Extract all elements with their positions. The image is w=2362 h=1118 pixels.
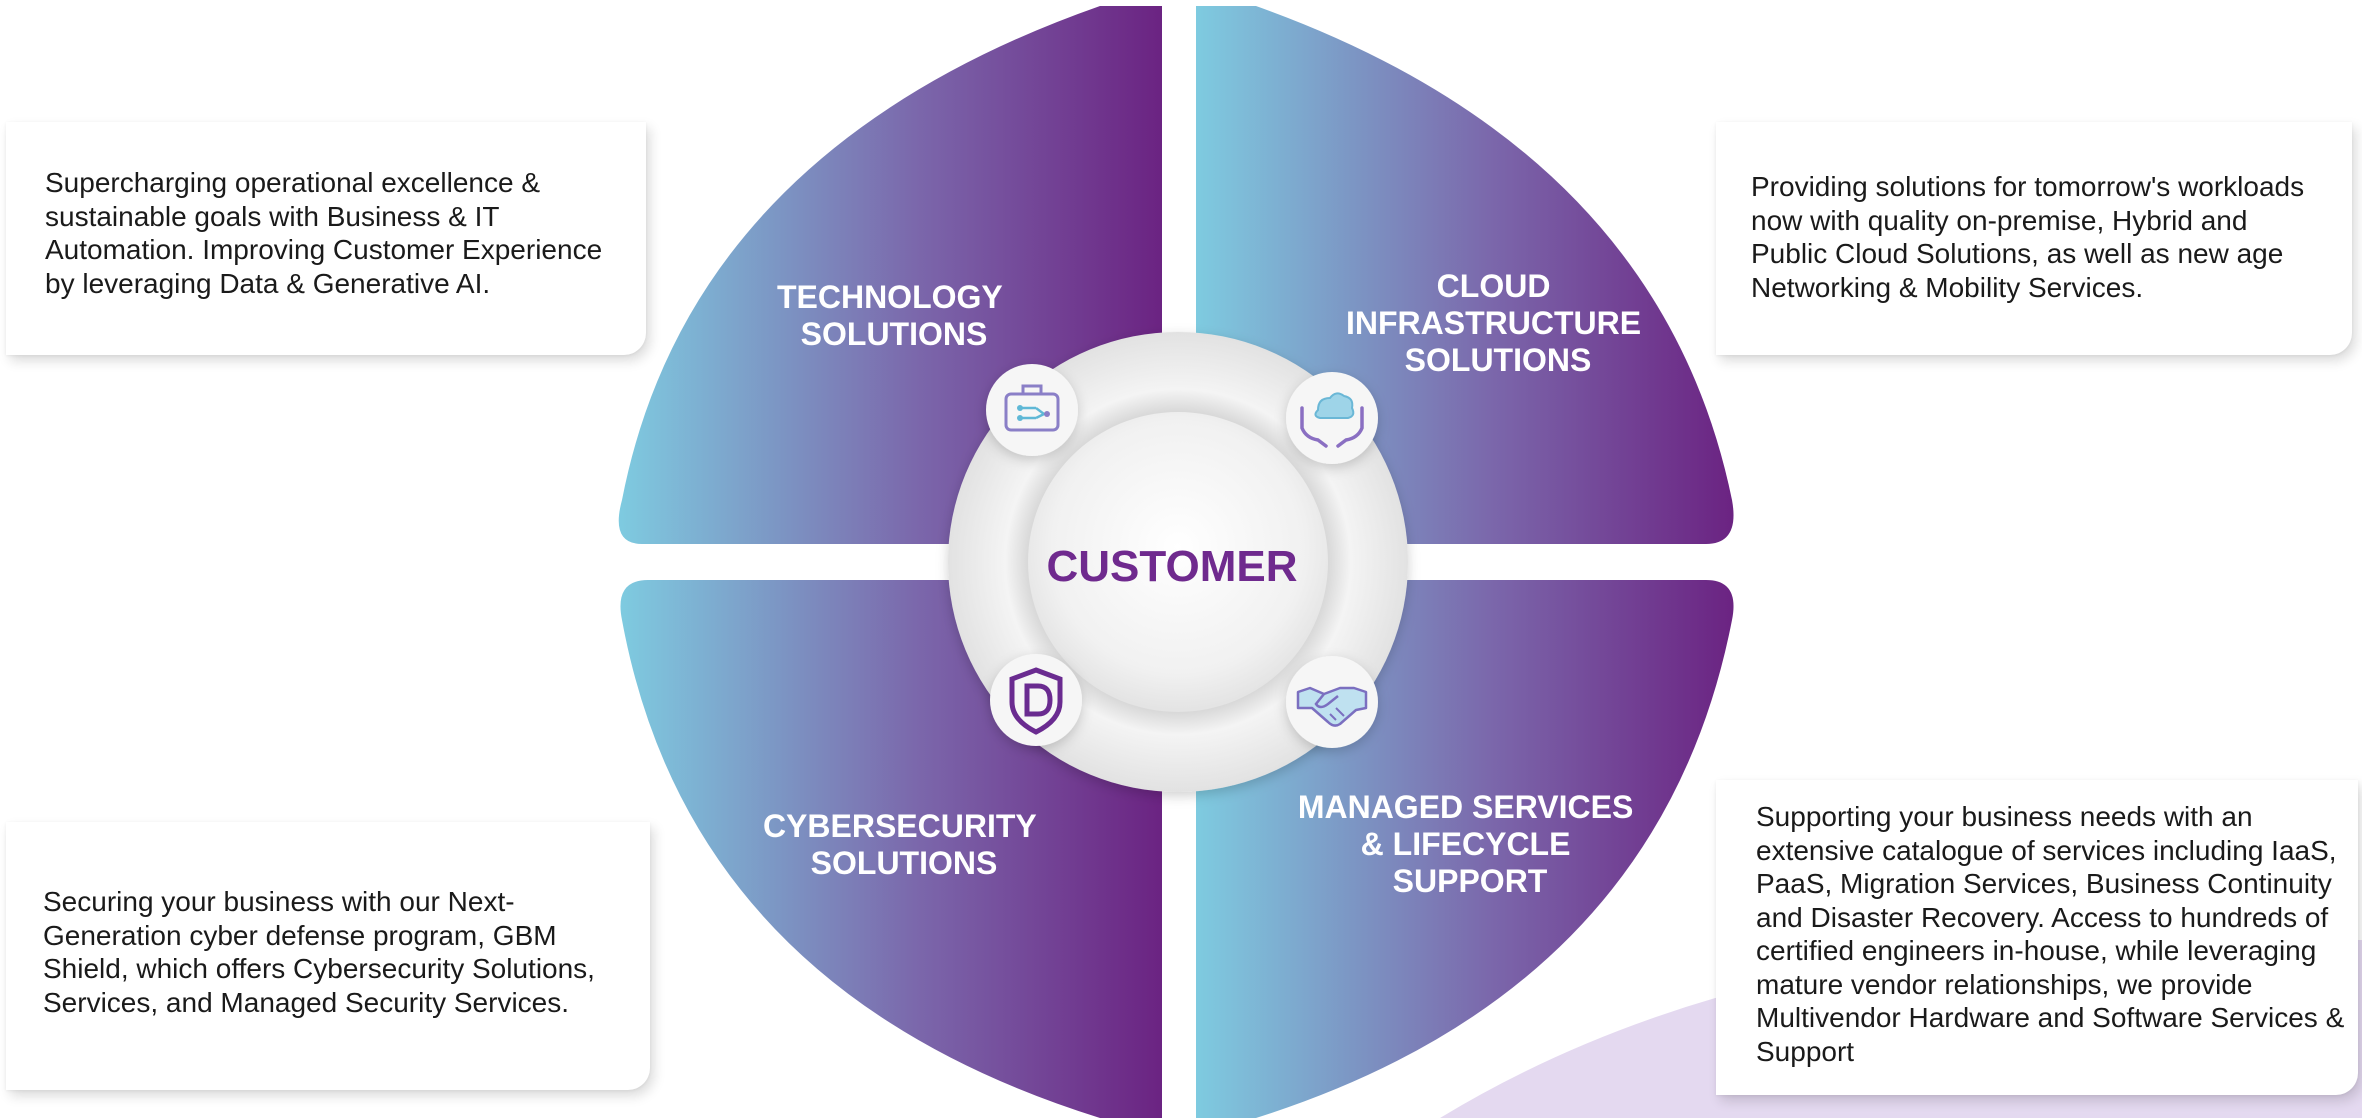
description-card-technology: Supercharging operational excellence & s… [6,122,646,355]
quadrant-managed-title-line: SUPPORT [1393,863,1548,899]
quadrant-cloud-title-line: INFRASTRUCTURE [1346,305,1641,341]
cloud-hands-icon [1286,372,1378,464]
handshake-icon [1286,656,1378,748]
description-technology: Supercharging operational excellence & s… [45,167,603,299]
quadrant-cloud-title: CLOUD INFRASTRUCTURE SOLUTIONS [1346,268,1650,378]
center-circle [1028,412,1328,712]
quadrant-technology-title: TECHNOLOGY SOLUTIONS [777,279,1011,352]
quadrant-cybersecurity-title-line: CYBERSECURITY [763,808,1036,844]
description-card-cybersecurity: Securing your business with our Next-Gen… [6,822,650,1090]
shield-icon [990,654,1082,746]
quadrant-cybersecurity-title: CYBERSECURITY SOLUTIONS [763,808,1045,881]
description-managed: Supporting your business needs with an e… [1756,801,2345,1067]
quadrant-managed-title-line: & LIFECYCLE [1361,826,1571,862]
description-card-managed: Supporting your business needs with an e… [1716,780,2358,1095]
quadrant-technology-title-line: SOLUTIONS [801,316,988,352]
quadrant-technology-title-line: TECHNOLOGY [777,279,1002,315]
quadrant-cloud-title-line: SOLUTIONS [1405,342,1592,378]
briefcase-network-icon [986,364,1078,456]
description-cybersecurity: Securing your business with our Next-Gen… [43,886,595,1018]
quadrant-managed-title: MANAGED SERVICES & LIFECYCLE SUPPORT [1298,789,1642,899]
description-card-cloud: Providing solutions for tomorrow's workl… [1716,122,2352,355]
quadrant-cybersecurity-title-line: SOLUTIONS [811,845,998,881]
quadrant-cloud-title-line: CLOUD [1437,268,1551,304]
quadrant-managed-title-line: MANAGED SERVICES [1298,789,1633,825]
center-label: CUSTOMER [1047,542,1298,591]
description-cloud: Providing solutions for tomorrow's workl… [1751,171,2305,303]
